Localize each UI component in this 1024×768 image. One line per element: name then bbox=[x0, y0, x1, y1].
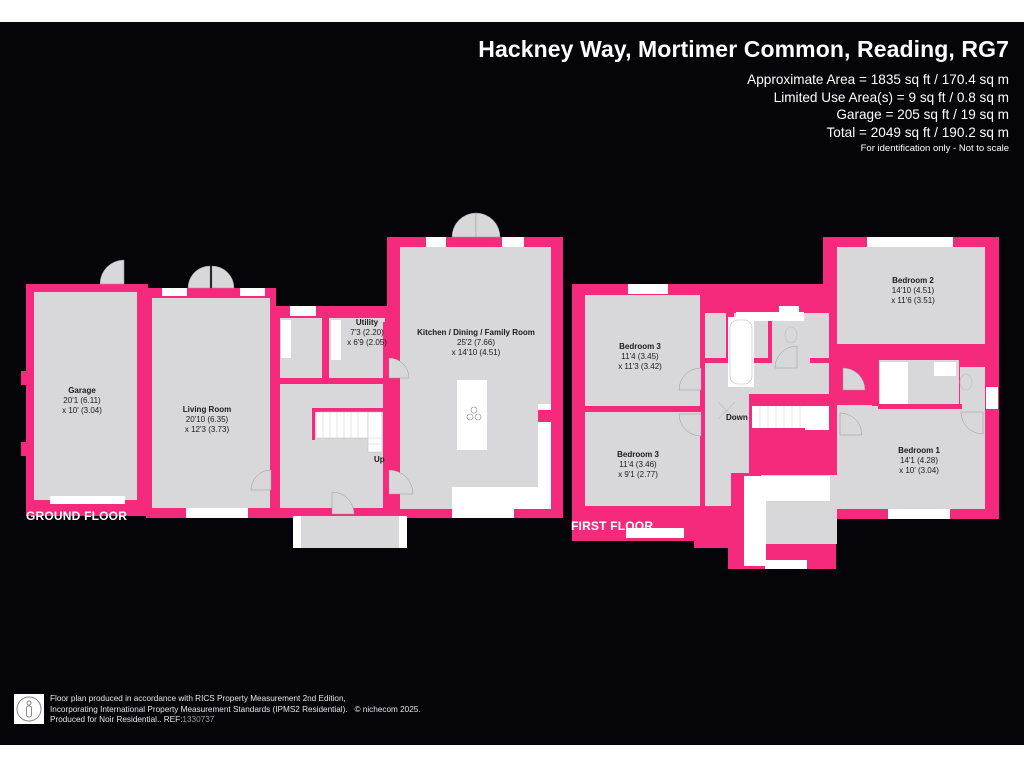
room-dim-length: 14'1 (4.28) bbox=[899, 456, 938, 465]
room-dim-length: 25'2 (7.66) bbox=[456, 338, 495, 347]
footer-produced-text: Produced for Noir Residential.. REF: bbox=[50, 715, 183, 724]
footer-credits: Floor plan produced in accordance with R… bbox=[14, 694, 421, 726]
room-dim-width: x 11'6 (3.51) bbox=[891, 296, 935, 305]
room-utility: Utility 7'3 (2.20) x 6'9 (2.05) bbox=[347, 318, 387, 348]
floor-plan-drawing bbox=[21, 212, 999, 569]
room-kitchen-dining-family: Kitchen / Dining / Family Room 25'2 (7.6… bbox=[417, 328, 535, 358]
room-dim-width: x 10' (3.04) bbox=[899, 466, 939, 475]
footer-line-rics: Floor plan produced in accordance with R… bbox=[50, 694, 346, 703]
room-bedroom-3-lower: Bedroom 3 11'4 (3.46) x 9'1 (2.77) bbox=[617, 450, 659, 480]
first-floor-label: FIRST FLOOR bbox=[571, 519, 654, 533]
room-name: Utility bbox=[355, 318, 379, 327]
copyright-text: © nichecom 2025. bbox=[354, 704, 421, 714]
kitchen-fixtures bbox=[281, 320, 551, 509]
room-name: Bedroom 2 bbox=[892, 276, 934, 285]
area-approximate: Approximate Area = 1835 sq ft / 170.4 sq… bbox=[747, 72, 1009, 87]
ground-floor-windows bbox=[50, 237, 524, 548]
room-living-room: Living Room 20'10 (6.35) x 12'3 (3.73) bbox=[183, 405, 231, 435]
room-dim-width: x 6'9 (2.05) bbox=[347, 338, 387, 347]
ground-floor-label: GROUND FLOOR bbox=[26, 509, 128, 523]
footer-line-ipms: Incorporating International Property Mea… bbox=[50, 705, 421, 716]
room-dim-width: x 14'10 (4.51) bbox=[451, 348, 501, 357]
reference-number: 1330737 bbox=[182, 715, 215, 724]
floor-plan-sheet: Hackney Way, Mortimer Common, Reading, R… bbox=[0, 22, 1024, 745]
stairs-up-label: Up bbox=[374, 455, 385, 464]
room-bedroom-2: Bedroom 2 14'10 (4.51) x 11'6 (3.51) bbox=[891, 276, 935, 306]
room-garage: Garage 20'1 (6.11) x 10' (3.04) bbox=[62, 386, 102, 416]
room-name: Garage bbox=[68, 386, 96, 395]
room-dim-width: x 10' (3.04) bbox=[62, 406, 102, 415]
stairs-down-label: Down bbox=[726, 413, 748, 422]
area-summary: Approximate Area = 1835 sq ft / 170.4 sq… bbox=[747, 71, 1009, 157]
room-bedroom-1: Bedroom 1 14'1 (4.28) x 10' (3.04) bbox=[898, 446, 940, 476]
room-dim-length: 7'3 (2.20) bbox=[350, 328, 384, 337]
first-floor-windows bbox=[626, 237, 998, 569]
area-limited-use: Limited Use Area(s) = 9 sq ft / 0.8 sq m bbox=[773, 89, 1009, 105]
room-dim-length: 20'1 (6.11) bbox=[63, 396, 101, 405]
room-bedroom-3-upper: Bedroom 3 11'4 (3.45) x 11'3 (3.42) bbox=[618, 342, 662, 372]
room-dim-width: x 11'3 (3.42) bbox=[618, 362, 662, 371]
ground-floor-floors bbox=[34, 247, 551, 548]
room-dim-length: 11'4 (3.46) bbox=[619, 460, 657, 469]
room-name: Living Room bbox=[182, 405, 232, 414]
room-dim-length: 20'10 (6.35) bbox=[185, 415, 229, 424]
ground-floor-doors bbox=[99, 212, 501, 515]
footer-text: Floor plan produced in accordance with R… bbox=[50, 694, 421, 726]
person-info-icon bbox=[14, 694, 44, 724]
room-dim-length: 11'4 (3.45) bbox=[621, 352, 659, 361]
room-dim-width: x 9'1 (2.77) bbox=[618, 470, 658, 479]
first-floor-doors bbox=[678, 345, 984, 437]
scale-disclaimer: For identification only - Not to scale bbox=[860, 143, 1009, 154]
area-garage: Garage = 205 sq ft / 19 sq m bbox=[836, 107, 1009, 122]
footer-ipms-text: Incorporating International Property Mea… bbox=[50, 704, 348, 714]
property-address-title: Hackney Way, Mortimer Common, Reading, R… bbox=[478, 36, 1009, 62]
room-name: Kitchen / Dining / Family Room bbox=[417, 328, 535, 337]
first-floor-fixtures bbox=[728, 312, 956, 566]
room-dim-length: 14'10 (4.51) bbox=[891, 286, 935, 295]
footer-line-produced: Produced for Noir Residential.. REF:1330… bbox=[50, 715, 421, 726]
room-dim-width: x 12'3 (3.73) bbox=[184, 425, 230, 434]
area-total: Total = 2049 sq ft / 190.2 sq m bbox=[826, 124, 1010, 140]
room-name: Bedroom 3 bbox=[617, 450, 659, 459]
room-name: Bedroom 3 bbox=[619, 342, 661, 351]
room-name: Bedroom 1 bbox=[898, 446, 940, 455]
